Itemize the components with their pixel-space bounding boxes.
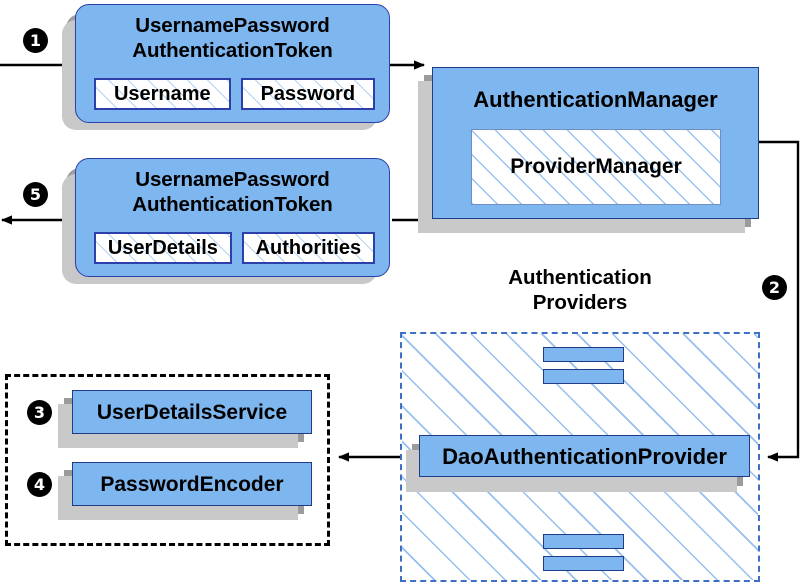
field-username[interactable]: Username (94, 78, 231, 110)
stub-provider-bottom-1[interactable] (543, 534, 624, 549)
stub-provider-top-2[interactable] (543, 369, 624, 384)
field-password-label: Password (260, 82, 356, 105)
response-token-title: UsernamePassword AuthenticationToken (76, 167, 389, 217)
dao-authentication-provider-label: DaoAuthenticationProvider (442, 444, 727, 469)
dao-authentication-provider-box[interactable]: DaoAuthenticationProvider (419, 435, 750, 477)
providers-caption-line1: Authentication (508, 266, 652, 289)
password-encoder-label: PasswordEncoder (100, 473, 284, 496)
password-encoder-box[interactable]: PasswordEncoder (72, 462, 312, 506)
field-authorities[interactable]: Authorities (241, 232, 375, 264)
request-token-card[interactable]: UsernamePassword AuthenticationToken Use… (75, 4, 390, 123)
user-details-service-box[interactable]: UserDetailsService (72, 390, 312, 434)
authentication-manager-box[interactable]: AuthenticationManager ProviderManager (432, 67, 759, 219)
provider-manager-label: ProviderManager (510, 155, 682, 178)
authentication-providers-caption: Authentication Providers (470, 265, 690, 315)
request-token-title-line2: AuthenticationToken (132, 39, 333, 62)
support-services-container (5, 374, 330, 546)
response-token-title-line2: AuthenticationToken (132, 193, 333, 216)
manager-to-provider-line (759, 140, 800, 462)
provider-manager-hatch-pattern (472, 130, 720, 204)
field-password[interactable]: Password (240, 78, 376, 110)
badge-1-request-token: 1 (23, 28, 48, 53)
authentication-manager-title: AuthenticationManager (473, 87, 718, 112)
request-token-title: UsernamePassword AuthenticationToken (76, 13, 389, 63)
field-username-label: Username (113, 82, 211, 105)
provider-manager-box[interactable]: ProviderManager (471, 129, 721, 205)
field-user-details[interactable]: UserDetails (94, 232, 232, 264)
response-token-fields: UserDetails Authorities (94, 232, 375, 264)
user-details-service-label: UserDetailsService (96, 401, 288, 424)
response-token-card[interactable]: UsernamePassword AuthenticationToken Use… (75, 158, 390, 277)
badge-3-user-details-service: 3 (27, 400, 52, 425)
providers-caption-line2: Providers (532, 291, 628, 314)
stub-provider-bottom-2[interactable] (543, 556, 624, 571)
stub-provider-top-1[interactable] (543, 347, 624, 362)
request-token-title-line1: UsernamePassword (135, 14, 330, 37)
field-authorities-label: Authorities (255, 236, 362, 259)
field-user-details-label: UserDetails (107, 236, 218, 259)
badge-5-response-token: 5 (23, 182, 48, 207)
response-token-title-line1: UsernamePassword (135, 168, 330, 191)
badge-2-manager-to-provider: 2 (762, 275, 787, 300)
request-token-fields: Username Password (94, 78, 376, 110)
badge-4-password-encoder: 4 (27, 472, 52, 497)
